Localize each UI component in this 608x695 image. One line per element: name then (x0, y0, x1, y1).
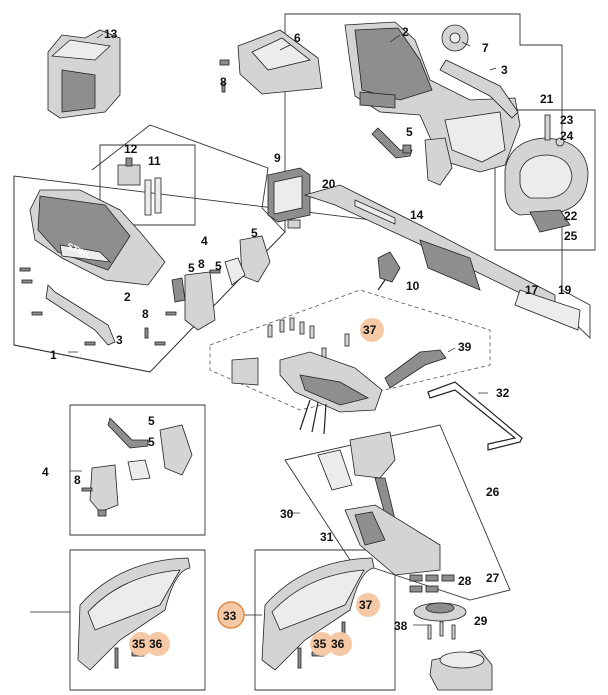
callout-5c: 5 (188, 261, 195, 275)
switch-4-middle (171, 235, 271, 331)
callout-4: 4 (201, 234, 208, 248)
callout-19: 19 (558, 283, 572, 297)
callout-11: 11 (148, 154, 161, 168)
callout-13: 13 (104, 27, 118, 41)
callout-31: 31 (320, 530, 334, 544)
callout-8: 8 (220, 75, 227, 89)
callout-10: 10 (406, 279, 420, 293)
callout-38: 38 (394, 619, 408, 633)
callout-25: 25 (564, 229, 578, 243)
strip-3-part (439, 59, 519, 119)
guard-frame-left (69, 549, 206, 691)
callout-20: 20 (322, 177, 336, 191)
callout-29: 29 (474, 614, 488, 628)
head-parts (409, 574, 493, 691)
callout-8c: 8 (142, 307, 149, 321)
drive-shaft-assembly (303, 184, 581, 331)
callout-24: 24 (560, 129, 574, 143)
callout-36b: 36 (331, 637, 345, 651)
callout-28: 28 (458, 574, 472, 588)
callout-8d: 8 (74, 473, 81, 487)
strip-3-lower (45, 284, 116, 346)
callout-14: 14 (410, 208, 424, 222)
guard-left-part (77, 557, 191, 671)
gearhead-assembly (317, 431, 441, 576)
callout-30: 30 (280, 507, 294, 521)
callout-33: 33 (223, 609, 237, 623)
electronics-module-9 (267, 167, 311, 229)
guard-frame-right (254, 549, 396, 691)
lower-housing-frame (13, 124, 286, 373)
switch-12-11-parts (117, 157, 162, 216)
callout-2: 2 (402, 25, 409, 39)
housing-half-top (344, 21, 521, 173)
callout-23: 23 (560, 113, 574, 127)
deflector-assembly (231, 317, 447, 435)
connector-10-part (377, 251, 401, 291)
callout-3b: 3 (116, 333, 123, 347)
callout-37a: 37 (363, 323, 377, 337)
callout-4b: 4 (42, 465, 49, 479)
switch-detail-frame (69, 404, 206, 536)
highlight-markers (129, 318, 384, 656)
guard-bracket-32 (427, 381, 523, 451)
leader-lines (30, 33, 497, 626)
callout-12: 12 (124, 142, 138, 156)
callout-17: 17 (525, 283, 539, 297)
callout-5: 5 (406, 125, 413, 139)
motor-cover-part (219, 29, 323, 95)
guard-right-part (261, 557, 375, 671)
callout-22: 22 (564, 209, 578, 223)
callout-6: 6 (294, 31, 301, 45)
callout-2b: 2 (124, 290, 131, 304)
callout-9: 9 (274, 151, 281, 165)
gearhead-frame (284, 424, 511, 601)
housing-half-lower: STIHL (29, 189, 166, 286)
callout-21: 21 (540, 92, 554, 106)
callout-7: 7 (482, 41, 489, 55)
callout-27: 27 (486, 571, 500, 585)
battery-cover-part (47, 29, 121, 119)
switch-detail-parts (81, 417, 193, 517)
callout-8b: 8 (198, 257, 205, 271)
callout-35b: 35 (313, 637, 327, 651)
handle-frame (494, 109, 596, 251)
callout-5f: 5 (148, 435, 155, 449)
callout-3: 3 (501, 63, 508, 77)
callout-labels: 13 6 8 2 7 3 21 23 24 5 12 11 9 20 14 22… (42, 25, 578, 651)
callout-1: 1 (50, 348, 57, 362)
screw-set (19, 81, 226, 346)
callout-39: 39 (458, 340, 472, 354)
callout-5d: 5 (215, 259, 222, 273)
callout-35a: 35 (132, 637, 146, 651)
callout-32: 32 (496, 386, 510, 400)
callout-36a: 36 (149, 637, 163, 651)
washer-7-part (441, 24, 469, 52)
deflector-dashed-frame (209, 289, 491, 411)
loop-handle-21 (504, 114, 589, 233)
callout-37b: 37 (359, 598, 373, 612)
switch-5-upper (371, 127, 453, 186)
switch-subframe (99, 144, 196, 226)
callout-5b: 5 (251, 226, 258, 240)
callout-26: 26 (486, 485, 500, 499)
callout-5e: 5 (148, 414, 155, 428)
